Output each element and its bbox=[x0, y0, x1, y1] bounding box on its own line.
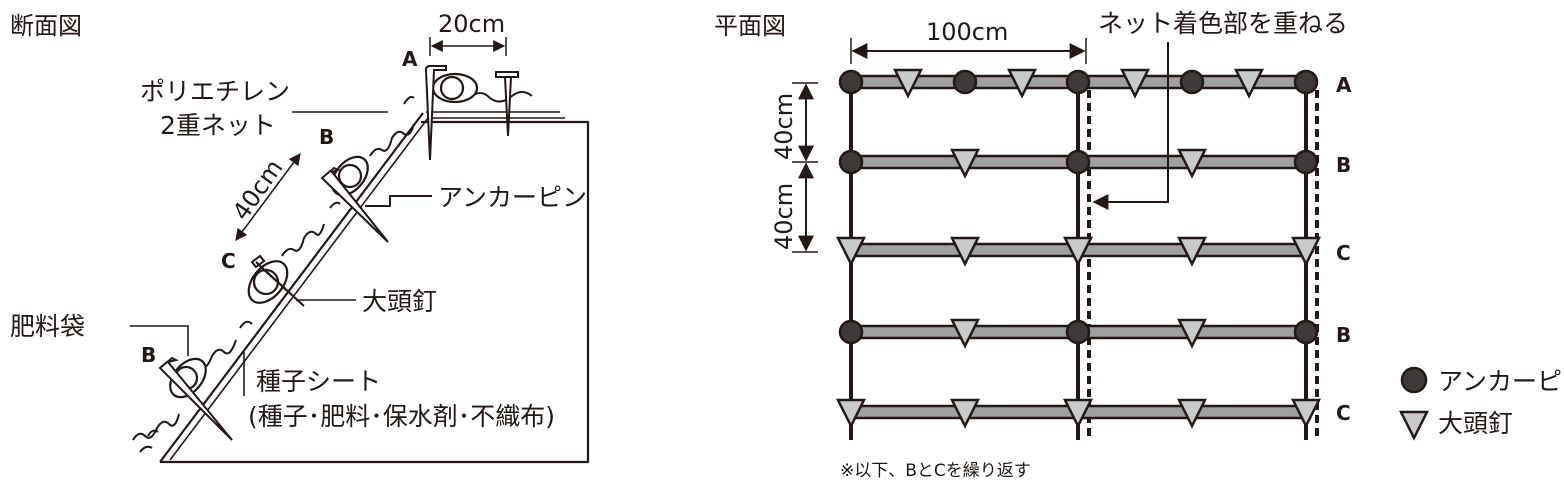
anchor-pin-label: アンカーピン bbox=[438, 183, 587, 212]
anchor-pin-b2 bbox=[158, 356, 233, 441]
nail-icon bbox=[1233, 68, 1265, 99]
nail-label: 大頭釘 bbox=[362, 287, 437, 316]
nail-top bbox=[495, 71, 519, 137]
nail-icon bbox=[1062, 236, 1094, 267]
fertilizer-bag-c bbox=[247, 260, 289, 304]
net-label-2: 2重ネット bbox=[160, 111, 276, 140]
overlap-note: ネット着色部を重ねる bbox=[1098, 9, 1348, 38]
nail-icon bbox=[1176, 148, 1208, 179]
anchor-pin-icon bbox=[1293, 69, 1319, 95]
nail-icon bbox=[949, 318, 981, 349]
nail-icon bbox=[1119, 68, 1151, 99]
anchor-pin-icon bbox=[1065, 149, 1091, 175]
circle-icon bbox=[1400, 366, 1428, 394]
dim-40cm-2-label: 40cm bbox=[770, 183, 798, 250]
anchor-pin-leader bbox=[365, 195, 432, 207]
anchor-pin-icon bbox=[1065, 69, 1091, 95]
nail-c bbox=[250, 254, 305, 307]
seed-sheet-line bbox=[169, 117, 429, 461]
section-label-c: C bbox=[221, 249, 236, 273]
anchor-pin-b1 bbox=[320, 166, 389, 243]
dim-100cm-label: 100cm bbox=[926, 18, 1008, 46]
nail-icon bbox=[835, 236, 867, 267]
anchor-pin-icon bbox=[838, 149, 864, 175]
nail-icon bbox=[1176, 236, 1208, 267]
triangle-icon bbox=[1398, 410, 1430, 441]
anchor-pin-icon bbox=[1293, 319, 1319, 345]
section-label-b2: B bbox=[141, 343, 156, 367]
net-label-1: ポリエチレン bbox=[140, 77, 290, 106]
nail-icon bbox=[1006, 68, 1038, 99]
fertilizer-bag-a bbox=[431, 72, 479, 104]
nail-icon bbox=[1062, 398, 1094, 429]
anchor-pin-icon bbox=[838, 319, 864, 345]
plan-title: 平面図 bbox=[714, 12, 786, 40]
nail-icon bbox=[892, 68, 924, 99]
plan-row-label-c2: C bbox=[1336, 401, 1351, 425]
plan-row-label-a: A bbox=[1336, 73, 1352, 97]
nail-icon bbox=[949, 398, 981, 429]
legend-label-anchor-pin: アンカーピン bbox=[1438, 367, 1564, 396]
legend-label-nail: 大頭釘 bbox=[1438, 409, 1513, 438]
plan-row-label-c1: C bbox=[1336, 241, 1351, 265]
fert-bag-label: 肥料袋 bbox=[10, 312, 85, 341]
anchor-pin-icon bbox=[838, 69, 864, 95]
dim-20cm-label: 20cm bbox=[438, 10, 505, 38]
slope-face bbox=[159, 112, 424, 463]
section-title: 断面図 bbox=[10, 12, 82, 40]
top-net-line bbox=[426, 111, 565, 119]
plan-row-label-b1: B bbox=[1336, 153, 1351, 177]
anchor-pin-icon bbox=[1065, 319, 1091, 345]
anchor-pin-icon bbox=[1179, 69, 1205, 95]
nail-icon bbox=[1176, 318, 1208, 349]
section-label-a: A bbox=[402, 47, 418, 71]
nail-icon bbox=[949, 236, 981, 267]
fert-bag-leader bbox=[130, 325, 189, 356]
nail-icon bbox=[835, 398, 867, 429]
nail-icon bbox=[1290, 236, 1322, 267]
anchor-pin-a bbox=[424, 65, 447, 161]
section-label-b1: B bbox=[319, 125, 334, 149]
slope-outline bbox=[160, 120, 590, 464]
seed-sheet-label-2: (種子･肥料･保水剤･不織布) bbox=[248, 402, 555, 431]
seed-sheet-label-1: 種子シート bbox=[256, 367, 381, 396]
overlap-arrow bbox=[1092, 42, 1169, 210]
net-wave bbox=[132, 91, 533, 441]
plan-row-label-b2: B bbox=[1336, 323, 1351, 347]
dim-40cm-slope-label: 40cm bbox=[227, 154, 288, 225]
anchor-pin-icon bbox=[952, 69, 978, 95]
legend: アンカーピン 大頭釘 bbox=[1398, 366, 1564, 441]
nail-icon bbox=[1290, 398, 1322, 429]
dim-40cm-slope-arrow bbox=[235, 153, 301, 241]
plan-footnote: ※以下、BとCを繰り返す bbox=[840, 461, 1031, 481]
nail-icon bbox=[1176, 398, 1208, 429]
dim-40cm-1-label: 40cm bbox=[770, 93, 798, 160]
anchor-pin-icon bbox=[1293, 149, 1319, 175]
nail-icon bbox=[949, 148, 981, 179]
